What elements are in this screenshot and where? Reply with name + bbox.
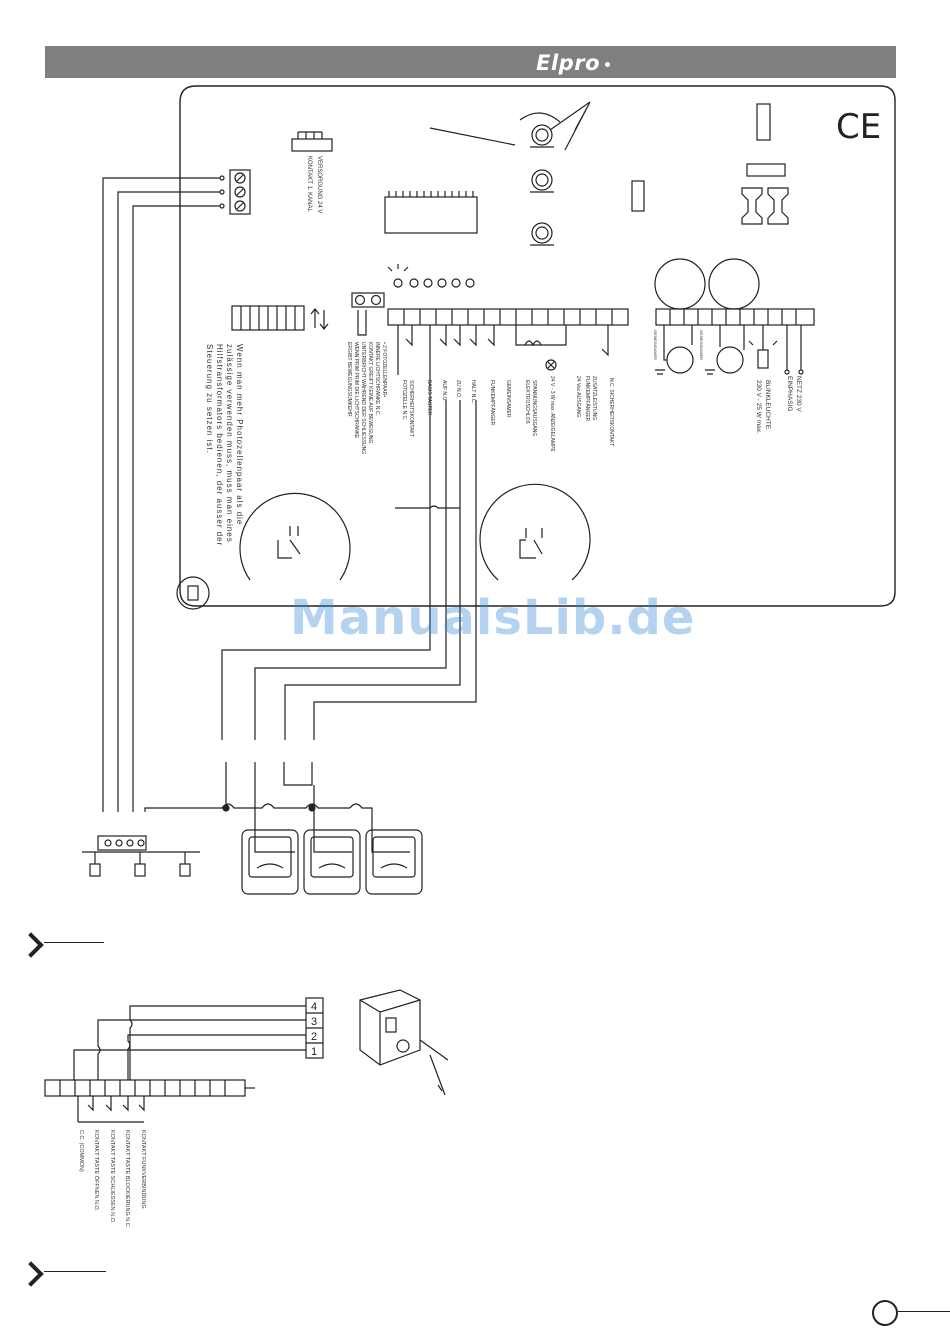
section-line-2 — [44, 1271, 106, 1272]
dip-switch-small — [756, 103, 771, 141]
ce-mark: CE — [836, 107, 881, 147]
terminal-label-2: FOTOZELLE N.C. — [401, 380, 407, 420]
terminal-label-11: 24 V - 3 W max. ANZEIGELAMPE — [549, 376, 555, 453]
power-label-3: NETZ 230 V — [795, 376, 802, 412]
terminal-label-1: SICHERHEITSKONTAKT — [408, 380, 414, 437]
photocell-unit — [97, 835, 147, 851]
terminal-number-4: 4 — [311, 1001, 317, 1013]
contact-label-4: KONTAKT TASTE BLOCKIERUNG N.C. — [124, 1130, 130, 1229]
terminal-number-3: 3 — [311, 1016, 317, 1028]
fuse-2 — [767, 187, 789, 225]
motor-1 — [666, 346, 694, 374]
relay-label-5: WENN PRIM PRIM DIE LICHTSCHRANKE — [353, 342, 359, 439]
terminal-number-2: 2 — [311, 1031, 317, 1043]
relay-label-3: KONTAKT GREIFT KEINE AUF BEWEGUNG — [367, 342, 373, 444]
contact-label-5: KONTAKT FUNKVERBINDUNG — [140, 1130, 146, 1209]
terminal-number-1: 1 — [311, 1046, 317, 1058]
power-label-4: EINPHASIG — [786, 376, 793, 411]
up-down-arrows — [310, 308, 329, 330]
capacitor-1 — [654, 258, 706, 310]
relay-label-1: • 2 FOTOZELLENPAAR• — [381, 342, 387, 397]
motor-label-1: GEMEINSAMER — [653, 330, 658, 360]
motor-label-2: GEMEINSAMER — [699, 330, 704, 360]
terminal-label-9: SPANNUNGSAUSGANG — [531, 380, 537, 436]
note-line-1: Wenn man mehr Photozellenpaar als die — [235, 344, 244, 525]
page-footer-line — [898, 1311, 950, 1312]
manufacturer-label: FADINI — [410, 214, 440, 224]
terminal-label-7: FUNKEMPFÄNGER — [489, 380, 496, 426]
photocell-rx — [239, 492, 351, 581]
note-line-2: zulässige verwenden muss, muss man eines — [225, 344, 234, 543]
contact-label-1: C.C. (COMMON) — [78, 1130, 84, 1172]
trimmer-1 — [531, 124, 553, 146]
page-number-circle — [872, 1300, 898, 1326]
header-bar: Elpro — [45, 46, 896, 78]
terminal-label-3: BASIS TASTER — [426, 380, 432, 416]
fuse-1 — [741, 187, 763, 225]
warning-lamp — [176, 576, 210, 610]
terminal-label-13: ZUSATZLEISTUNG — [591, 376, 597, 420]
terminal-label-8: GEMEINSAMER — [505, 380, 511, 418]
flashing-lamp — [757, 349, 769, 369]
terminal-label-5: ZU N.O. — [455, 380, 461, 398]
push-button-close — [303, 829, 361, 895]
note-line-4: Steuerung zu setzen ist. — [205, 344, 214, 454]
connector-label-1: VERSORGUNG 24 V — [316, 156, 322, 213]
terminal-label-4: AUF N.O. — [441, 380, 447, 402]
connector-label-2: KONTAKT 1. KANAL — [306, 156, 312, 212]
push-button-open — [241, 829, 299, 895]
motor-2 — [716, 346, 744, 374]
led-1 — [393, 278, 403, 288]
trimmer-2 — [531, 169, 553, 191]
relay-label-6: ERGIBT BEWEGUNGSUMKEHR — [346, 342, 352, 417]
note-line-3: Hilfstransformators bedienen, der ausser… — [215, 344, 224, 546]
power-terminal-strip — [655, 308, 815, 326]
board-outline — [179, 85, 896, 607]
contact-label-2: KONTAKT TASTE ÖFFNEN N.O. — [93, 1130, 100, 1212]
brand-logo: Elpro — [536, 51, 610, 75]
pin-header — [291, 138, 333, 152]
power-label-1: BLINKLEUCHTE — [764, 380, 771, 430]
main-terminal-strip — [387, 308, 629, 326]
relay-label-4: UNTERBRICHT WÄHREND DER SCHLIESSUNG — [360, 342, 367, 454]
photocell-connector — [229, 169, 251, 215]
capacitor-2 — [708, 258, 760, 310]
watermark: ManualsLib.de — [290, 590, 696, 646]
jumper-connector — [351, 292, 385, 308]
terminal-label-14: FUNKEMPFÄNGER — [584, 376, 591, 422]
photocell-tx — [479, 483, 591, 581]
terminal-label-12: 24 Vac AUSGANG — [575, 376, 581, 417]
push-button-stop — [365, 829, 423, 895]
terminal-label-10: ELEKTROSCHLOß — [524, 380, 530, 424]
terminal-label-15: N.C. SICHERHEITSKONTAKT — [608, 378, 614, 446]
contact-label-3: KONTAKT TASTE SCHLIESSEN N.O. — [109, 1130, 115, 1224]
relay-label-2: INNERE LICHTSCHRANKE N.C. — [374, 342, 380, 416]
terminal-label-6: HALT N.C. — [470, 380, 476, 404]
section-line-1 — [44, 942, 104, 943]
trimmer-3 — [531, 222, 553, 244]
power-label-2: 230 V - 25 W max. — [755, 380, 762, 434]
key-switch — [359, 989, 421, 1066]
